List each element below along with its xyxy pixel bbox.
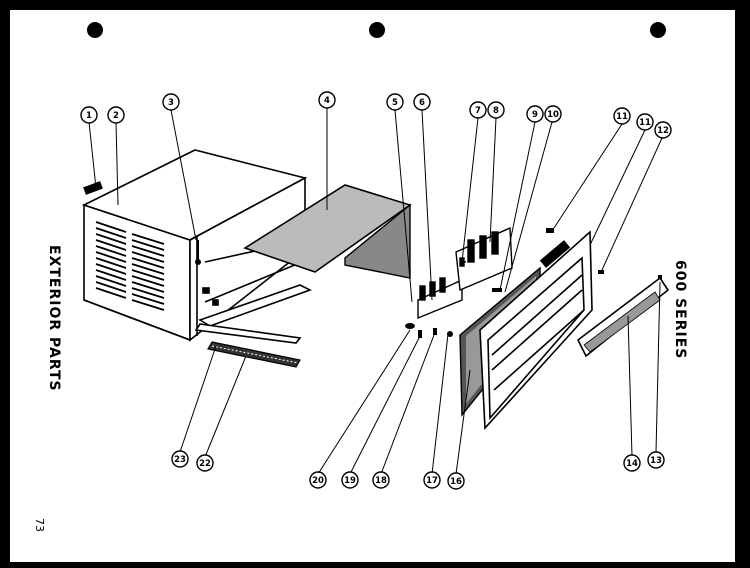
callout-12: 12 [654,121,672,139]
callout-23: 23 [171,450,189,468]
svg-text:12: 12 [657,126,669,136]
svg-text:11: 11 [639,118,651,128]
title-exterior-parts: EXTERIOR PARTS [46,245,62,392]
callout-8: 8 [487,101,505,119]
callout-6: 6 [413,93,431,111]
callout-20: 20 [309,471,327,489]
louver-right [131,233,165,311]
callout-11a: 11 [613,107,631,125]
binder-hole-left [87,22,103,38]
callout-5: 5 [386,93,404,111]
svg-text:17: 17 [426,476,438,486]
callout-14: 14 [623,454,641,472]
svg-text:7: 7 [475,106,481,116]
callout-3: 3 [162,93,180,111]
svg-text:4: 4 [324,96,330,106]
svg-text:10: 10 [547,110,559,120]
callout-18: 18 [372,471,390,489]
callout-7: 7 [469,101,487,119]
insulation-panel [243,184,412,279]
callout-1: 1 [80,106,98,124]
callout-19: 19 [341,471,359,489]
svg-text:14: 14 [626,459,638,469]
bottom-rail [207,341,301,368]
svg-text:13: 13 [650,456,662,466]
svg-text:22: 22 [199,459,211,469]
svg-text:2: 2 [113,111,119,121]
svg-text:1: 1 [86,111,92,121]
louver-left [95,221,127,299]
svg-text:16: 16 [450,477,462,487]
svg-text:6: 6 [419,98,425,108]
callout-9: 9 [526,105,544,123]
svg-text:11: 11 [616,112,628,122]
leader-lines [88,108,663,475]
svg-text:19: 19 [344,476,356,486]
callout-17: 17 [423,471,441,489]
svg-text:8: 8 [493,106,499,116]
callout-10: 10 [544,105,562,123]
svg-text:9: 9 [532,110,538,120]
mounting-bracket [83,181,103,195]
page-number: 73 [33,518,46,532]
callout-11b: 11 [636,113,654,131]
binder-hole-right [650,22,666,38]
callout-2: 2 [107,106,125,124]
svg-text:5: 5 [392,98,398,108]
callout-22: 22 [196,454,214,472]
callout-16: 16 [447,472,465,490]
svg-text:20: 20 [312,476,324,486]
front-grille [479,230,593,430]
base-rail [194,239,313,344]
title-600-series: 600 SERIES [672,260,688,359]
callout-4: 4 [318,91,336,109]
binder-hole-center [369,22,385,38]
svg-text:3: 3 [168,98,174,108]
svg-text:23: 23 [174,455,186,465]
svg-text:18: 18 [375,476,387,486]
callout-13: 13 [647,451,665,469]
